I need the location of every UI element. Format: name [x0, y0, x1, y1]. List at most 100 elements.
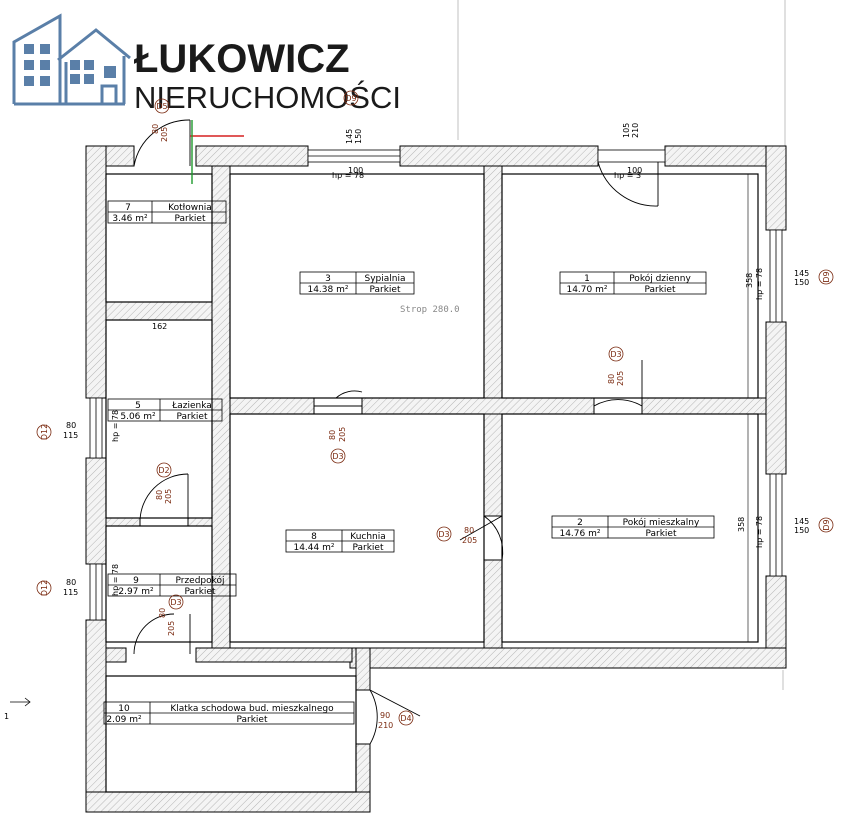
room-area: 2.09 m² — [106, 715, 142, 725]
dimension-room-height-upper: 358 — [745, 273, 754, 288]
door-tag-height: 205 — [167, 621, 176, 636]
dimension-top-opening: 100 — [348, 166, 363, 175]
door-tag-width: 80 — [607, 374, 616, 384]
edge-marker: 1 — [4, 712, 9, 721]
window-tag-height: 115 — [63, 588, 78, 597]
door-tag-height: 205 — [462, 536, 477, 545]
window-tag-label: D12 — [40, 424, 49, 440]
room-area: 14.44 m² — [293, 543, 334, 553]
window-tag-height: 210 — [631, 123, 640, 138]
door-tag-d5: D5 80 205 — [151, 98, 170, 142]
window-tag-d9-top: D9 145 150 hp = 78 — [332, 90, 364, 180]
door-tag-width: 80 — [328, 430, 337, 440]
room-number: 2 — [577, 518, 583, 528]
window-tag-label: D9 — [822, 519, 831, 530]
room-label-3: 3 Sypialnia 14.38 m² Parkiet — [299, 271, 415, 295]
door-tag-height: 205 — [338, 427, 347, 442]
window-tag-top-right: 105 210 hp = 3 — [614, 123, 641, 180]
room-floor: Parkiet — [645, 529, 676, 539]
room-label-1: 1 Pokój dzienny 14.70 m² Parkiet — [559, 271, 707, 295]
ceiling-note: Strop 280.0 — [400, 305, 460, 315]
window-tags: D9 145 150 hp = 78 D9 145 150 hp = 78 D9… — [36, 90, 834, 597]
room-area: 14.76 m² — [559, 529, 600, 539]
room-label-9: 9 Przedpokój 2.97 m² Parkiet — [107, 573, 237, 597]
room-area: 3.46 m² — [112, 214, 148, 224]
room-floor: Parkiet — [369, 285, 400, 295]
room-name: Łazienka — [171, 401, 212, 411]
room-floor: Parkiet — [174, 214, 205, 224]
room-number: 1 — [584, 274, 590, 284]
room-label-10: 10 Klatka schodowa bud. mieszkalnego 2.0… — [103, 701, 355, 725]
brand-subtitle: NIERUCHOMOŚCI — [134, 79, 401, 115]
interior-walls — [105, 165, 767, 649]
door-tag-height: 205 — [160, 127, 169, 142]
window-tag-width: 145 — [794, 517, 809, 526]
door-tag-width: 80 — [464, 526, 474, 535]
window-tag-sill: hp = 78 — [755, 516, 764, 548]
door-tag-height: 205 — [616, 371, 625, 386]
room-number: 10 — [118, 704, 130, 714]
door-tag-label: D3 — [610, 350, 621, 359]
room-number: 3 — [325, 274, 331, 284]
door-tag-label: D4 — [400, 714, 411, 723]
room-number: 9 — [133, 576, 139, 586]
windows — [89, 149, 783, 621]
window-tag-d9-right-upper: D9 145 150 hp = 78 — [755, 268, 834, 300]
door-tag-label: D3 — [438, 530, 449, 539]
room-floor: Parkiet — [184, 587, 215, 597]
window-tag-d12-upper: D12 80 115 hp = 78 — [36, 410, 120, 442]
room-number: 8 — [311, 532, 317, 542]
window-tag-height: 150 — [794, 526, 809, 535]
room-area: 2.97 m² — [118, 587, 154, 597]
room-number: 7 — [125, 203, 131, 213]
door-tag-d3: D3 80 205 — [328, 427, 347, 464]
room-floor: Parkiet — [644, 285, 675, 295]
window-tag-width: 145 — [794, 269, 809, 278]
door-tags: D5 80 205 D3 80 205 D3 80 205 D2 80 205 — [151, 98, 625, 730]
window-tag-width: 105 — [622, 123, 631, 138]
window-tag-sill: hp = 78 — [755, 268, 764, 300]
window-tag-width: 145 — [345, 129, 354, 144]
window-tag-height: 150 — [354, 129, 363, 144]
door-tag-height: 205 — [164, 489, 173, 504]
window-tag-sill: hp = 78 — [111, 564, 120, 596]
room-label-2: 2 Pokój mieszkalny 14.76 m² Parkiet — [551, 515, 715, 539]
arrow-right-icon — [10, 697, 31, 707]
door-tag-d4: D4 90 210 — [378, 710, 414, 730]
room-area: 14.38 m² — [307, 285, 348, 295]
exterior-walls — [85, 145, 787, 813]
window-tag-label: D9 — [822, 271, 831, 282]
room-label-8: 8 Kuchnia 14.44 m² Parkiet — [285, 529, 395, 553]
door-tag-d2: D2 80 205 — [155, 462, 173, 504]
door-tag-width: 90 — [380, 711, 390, 720]
room-floor: Parkiet — [352, 543, 383, 553]
door-tag-width: 80 — [158, 608, 167, 618]
room-name: Kotłownia — [168, 203, 212, 213]
window-tag-sill: hp = 78 — [332, 171, 364, 180]
axis-marker — [190, 120, 244, 184]
door-tag-label: D3 — [332, 452, 343, 461]
window-tag-width: 80 — [66, 421, 76, 430]
room-number: 5 — [135, 401, 141, 411]
door-swings — [133, 119, 659, 745]
room-labels: 7 Kotłownia 3.46 m² Parkiet 3 Sypialnia … — [103, 200, 715, 725]
room-area: 5.06 m² — [120, 412, 156, 422]
window-tag-width: 80 — [66, 578, 76, 587]
window-tag-sill: hp = 78 — [111, 410, 120, 442]
window-tag-d12-lower: D12 80 115 hp = 78 — [36, 564, 120, 597]
room-floor: Parkiet — [236, 715, 267, 725]
room-label-5: 5 Łazienka 5.06 m² Parkiet — [107, 398, 223, 422]
door-tag-width: 80 — [151, 124, 160, 134]
door-tag-label: D3 — [170, 598, 181, 607]
room-outlines — [105, 173, 759, 793]
room-name: Klatka schodowa bud. mieszkalnego — [170, 704, 334, 714]
room-floor: Parkiet — [176, 412, 207, 422]
window-tag-d9-right-lower: D9 145 150 hp = 78 — [755, 516, 834, 548]
dimension-room-height-lower: 358 — [737, 517, 746, 532]
door-tag-width: 80 — [155, 490, 164, 500]
room-name: Pokój mieszkalny — [623, 517, 700, 528]
window-tag-height: 150 — [794, 278, 809, 287]
room-name: Przedpokój — [175, 575, 224, 586]
sheet-guides — [457, 0, 786, 690]
